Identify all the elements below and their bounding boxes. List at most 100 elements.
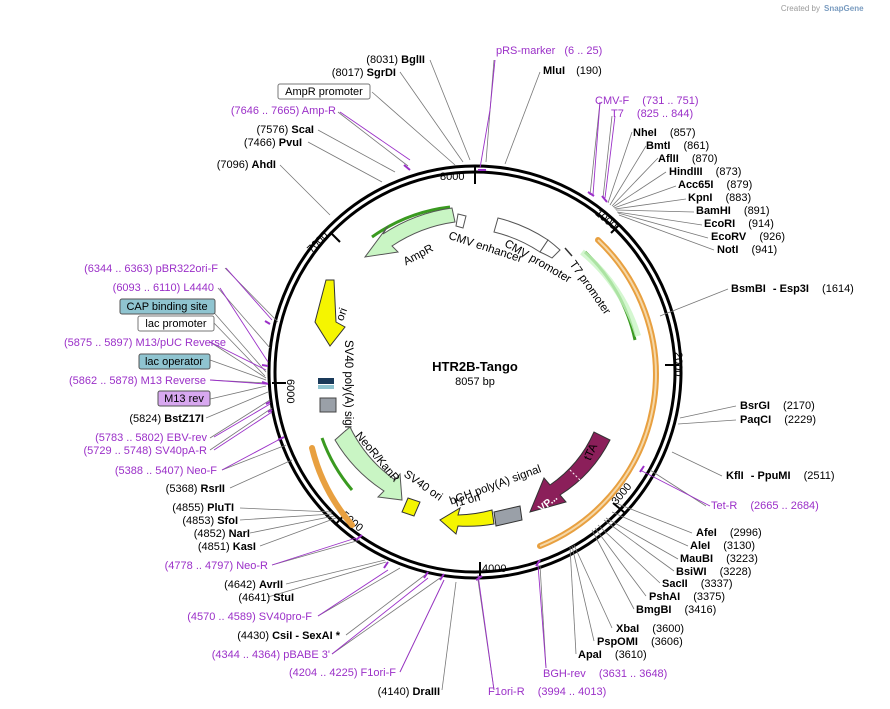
plasmid-name: HTR2B-Tango [432, 359, 518, 374]
ampr-promoter-shape[interactable] [455, 213, 467, 229]
label-bstz17i[interactable]: (5824) BstZ17I [129, 413, 204, 425]
plasmid-length: 8057 bp [455, 376, 495, 388]
label-bmti[interactable]: BmtI (861) [646, 140, 709, 152]
label-ahdi[interactable]: (7096) AhdI [217, 159, 276, 171]
m13-rev-box[interactable] [157, 390, 211, 407]
label-sacii[interactable]: SacII (3337) [662, 578, 733, 590]
ampr-promoter-label: AmpR promoter [285, 86, 363, 98]
label-maubi[interactable]: MauBI (3223) [680, 553, 758, 565]
label-bsiwi[interactable]: BsiWI (3228) [676, 566, 751, 578]
label-hindiii[interactable]: HindIII (873) [669, 166, 741, 178]
label-stui[interactable]: (4641) StuI [238, 592, 294, 604]
ori-feature[interactable] [314, 279, 346, 347]
label-pvui[interactable]: (7466) PvuI [244, 137, 302, 149]
label-draiii[interactable]: (4140) DraIII [378, 686, 440, 698]
label-tet-r[interactable]: Tet-R (2665 .. 2684) [711, 500, 819, 512]
label-bgh-rev[interactable]: BGH-rev (3631 .. 3648) [543, 668, 667, 680]
lac-promoter-label: lac promoter [145, 318, 206, 330]
label-m13-reverse[interactable]: (5862 .. 5878) M13 Reverse [69, 375, 206, 387]
label-rsrii[interactable]: (5368) RsrII [166, 483, 225, 495]
cap-binding-site-box[interactable] [119, 298, 216, 315]
label-bmgbi[interactable]: BmgBI (3416) [636, 604, 716, 616]
label-f1ori-r[interactable]: F1ori-R (3994 .. 4013) [488, 686, 606, 698]
sv40-polya-label: SV40 poly(A) signal [342, 340, 354, 441]
neor-feature[interactable] [334, 426, 403, 501]
f1-ori-feature[interactable] [439, 506, 495, 535]
label-bglii[interactable]: (8031) BglII [366, 54, 425, 66]
label-scai[interactable]: (7576) ScaI [257, 124, 315, 136]
label-cmv-f[interactable]: CMV-F (731 .. 751) [595, 95, 699, 107]
bgh-polya-feature[interactable] [493, 505, 523, 527]
label-neo-r[interactable]: (4778 .. 4797) Neo-R [165, 560, 268, 572]
tick-label-6000: 6000 [284, 379, 296, 403]
lac-operator-box[interactable] [138, 353, 211, 370]
bgh-polya-label: bGH poly(A) signal [448, 463, 543, 507]
sv40-polya-grey-box[interactable] [319, 397, 337, 413]
label-sgrdi[interactable]: (8017) SgrDI [332, 67, 396, 79]
label-pbr322ori-f[interactable]: (6344 .. 6363) pBR322ori-F [84, 263, 218, 275]
label-afei[interactable]: AfeI (2996) [696, 527, 762, 539]
ampr-promoter-box[interactable] [277, 83, 371, 100]
label-amp-r[interactable]: (7646 .. 7665) Amp-R [231, 105, 336, 117]
t7-promoter-arrow[interactable] [564, 247, 573, 257]
m13-rev-label: M13 rev [164, 393, 204, 405]
label-neo-f[interactable]: (5388 .. 5407) Neo-F [115, 465, 217, 477]
t7-promoter-label: T7 promoter [567, 259, 613, 317]
label-csii-sexai[interactable]: (4430) CsiI - SexAI * [237, 630, 340, 642]
lac-promoter-box[interactable] [137, 315, 215, 332]
right-label-group: pRS-marker (6 .. 25) MluI (190) CMV-F (7… [488, 45, 854, 698]
cap-binding-site-label: CAP binding site [126, 301, 207, 313]
label-acc65i[interactable]: Acc65I (879) [678, 179, 752, 191]
label-nhei[interactable]: NheI (857) [633, 127, 696, 139]
tick-label-4000: 4000 [482, 563, 506, 575]
label-bamhi[interactable]: BamHI (891) [696, 205, 770, 217]
label-noti[interactable]: NotI (941) [717, 244, 777, 256]
label-pshai[interactable]: PshAI (3375) [649, 591, 725, 603]
label-apai[interactable]: ApaI (3610) [578, 649, 647, 661]
label-m13-puc-reverse[interactable]: (5875 .. 5897) M13/pUC Reverse [64, 337, 226, 349]
label-t7[interactable]: T7 (825 .. 844) [611, 108, 693, 120]
orf-arc-right-inner [539, 239, 657, 547]
label-bsmbi[interactable]: BsmBI - Esp3I (1614) [731, 283, 854, 295]
ampr-feature[interactable] [363, 207, 456, 258]
green-arc-right-bg [580, 249, 641, 337]
label-mlui[interactable]: MluI (190) [543, 65, 602, 77]
ampr-label: AmpR [402, 243, 436, 269]
label-xbai[interactable]: XbaI (3600) [616, 623, 684, 635]
sv40-ori-feature[interactable] [401, 497, 421, 517]
tick-label-8000: 8000 [440, 171, 464, 183]
label-ecorv[interactable]: EcoRV (926) [711, 231, 785, 243]
label-kfli[interactable]: KflI - PpuMI (2511) [726, 470, 835, 482]
label-l4440[interactable]: (6093 .. 6110) L4440 [113, 282, 214, 294]
label-ebv-rev[interactable]: (5783 .. 5802) EBV-rev [95, 432, 207, 444]
label-ecori[interactable]: EcoRI (914) [704, 218, 774, 230]
label-psppomi[interactable]: PspOMI (3606) [597, 636, 683, 648]
label-pluti[interactable]: (4855) PluTI [172, 502, 234, 514]
tick-label-2000: 2000 [672, 352, 684, 376]
cap-mark[interactable] [318, 385, 334, 389]
label-sv40pa-r[interactable]: (5729 .. 5748) SV40pA-R [83, 445, 207, 457]
green-arc-left[interactable] [320, 437, 354, 491]
label-kpni[interactable]: KpnI (883) [688, 192, 751, 204]
label-pbabe-3[interactable]: (4344 .. 4364) pBABE 3' [212, 649, 330, 661]
label-sv40pro-f[interactable]: (4570 .. 4589) SV40pro-F [187, 611, 312, 623]
label-prs-marker[interactable]: pRS-marker (6 .. 25) [496, 45, 602, 57]
label-paqci[interactable]: PaqCI (2229) [740, 414, 816, 426]
label-sfoi[interactable]: (4853) SfoI [182, 515, 238, 527]
label-aflii[interactable]: AflII (870) [658, 153, 718, 165]
tick-3000 [612, 502, 626, 514]
credit-brand[interactable]: SnapGene [824, 4, 864, 13]
label-alei[interactable]: AleI (3130) [690, 540, 755, 552]
lac-operator-mark[interactable] [318, 378, 334, 384]
label-avrii[interactable]: (4642) AvrII [224, 579, 283, 591]
green-arc-top[interactable] [371, 205, 451, 239]
label-nari[interactable]: (4852) NarI [194, 528, 250, 540]
cmv-promoter-feature[interactable] [539, 239, 561, 259]
orf-arc-left[interactable] [309, 445, 355, 528]
lac-operator-label: lac operator [145, 356, 203, 368]
label-f1ori-f[interactable]: (4204 .. 4225) F1ori-F [289, 667, 396, 679]
tetr-feature[interactable] [529, 431, 611, 513]
label-bsrgi[interactable]: BsrGI (2170) [740, 400, 815, 412]
label-kasi[interactable]: (4851) KasI [198, 541, 256, 553]
